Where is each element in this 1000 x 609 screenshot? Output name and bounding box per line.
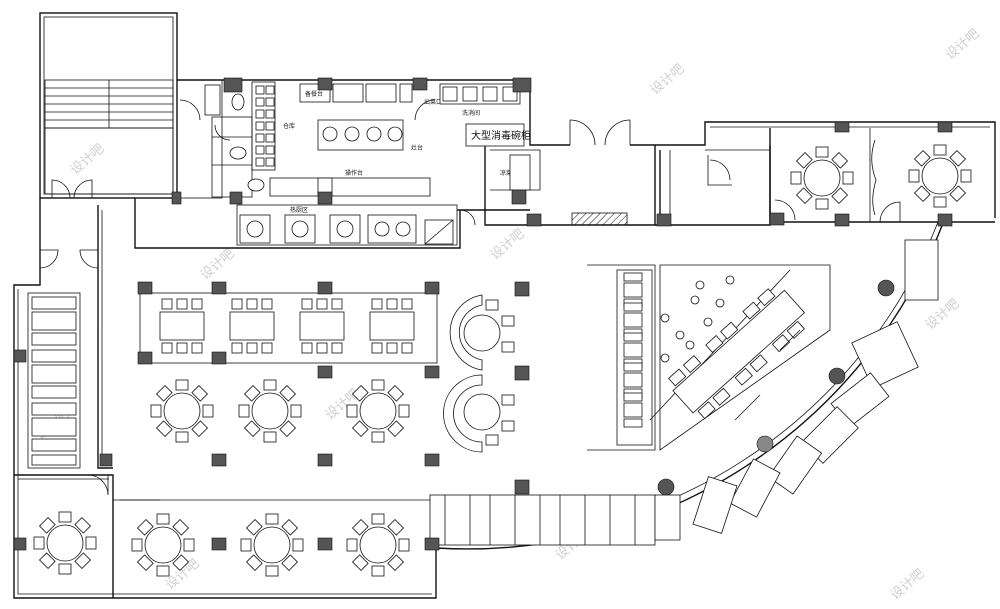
round-table [790,146,854,210]
watermark: 设计吧 [943,26,983,63]
kitchen-label-wash: 洗消间 [462,109,480,117]
kitchen: 仓库 备餐台 灶台 出菜口 洗消间 大型消毒碗柜 操作台 热厨区 凉菜间 [236,81,628,246]
booth [623,362,643,398]
partition-lines [97,329,801,501]
booth [623,272,643,308]
dining-table [229,298,275,354]
round-table [346,513,410,577]
watermark: 设计吧 [488,226,528,263]
dining-table [299,298,345,354]
kitchen-label-dishwash-cabinet: 大型消毒碗柜 [471,129,531,142]
kitchen-shelf-units [255,85,275,167]
watermark: 设计吧 [648,61,688,98]
main-dining-rect-tables [139,292,438,364]
semicircle-booths [443,294,515,453]
kitchen-label-hot: 热厨区 [290,206,308,214]
watermark: 设计吧 [923,296,963,333]
central-booths [587,264,831,451]
round-table [238,379,302,443]
kitchen-label-cold: 凉菜间 [500,169,518,177]
watermark: 设计吧 [198,246,238,283]
restrooms [176,79,265,199]
round-table [908,144,972,208]
left-corridor-booths [27,292,81,469]
dining-table [369,298,415,354]
booth [623,392,643,428]
kitchen-label-stove: 灶台 [411,144,423,152]
stairs [44,79,174,195]
kitchen-label-storage: 仓库 [283,122,295,130]
round-table [346,379,410,443]
upper-private-room-tables [790,144,972,210]
kitchen-label-prep: 操作台 [345,169,363,177]
watermark: 设计吧 [68,141,108,178]
round-table [240,513,304,577]
booth [623,302,643,338]
dining-table [159,298,205,354]
main-dining-round-tables [150,379,410,443]
booth [623,332,643,368]
watermark: 设计吧 [888,566,928,603]
structural-columns [13,77,953,551]
round-table [150,379,214,443]
round-table [33,511,97,575]
doors [39,99,901,496]
kitchen-label-pass: 出菜口 [424,98,442,106]
curved-window-booths [429,239,939,546]
kitchen-label-counter: 备餐台 [305,90,323,98]
